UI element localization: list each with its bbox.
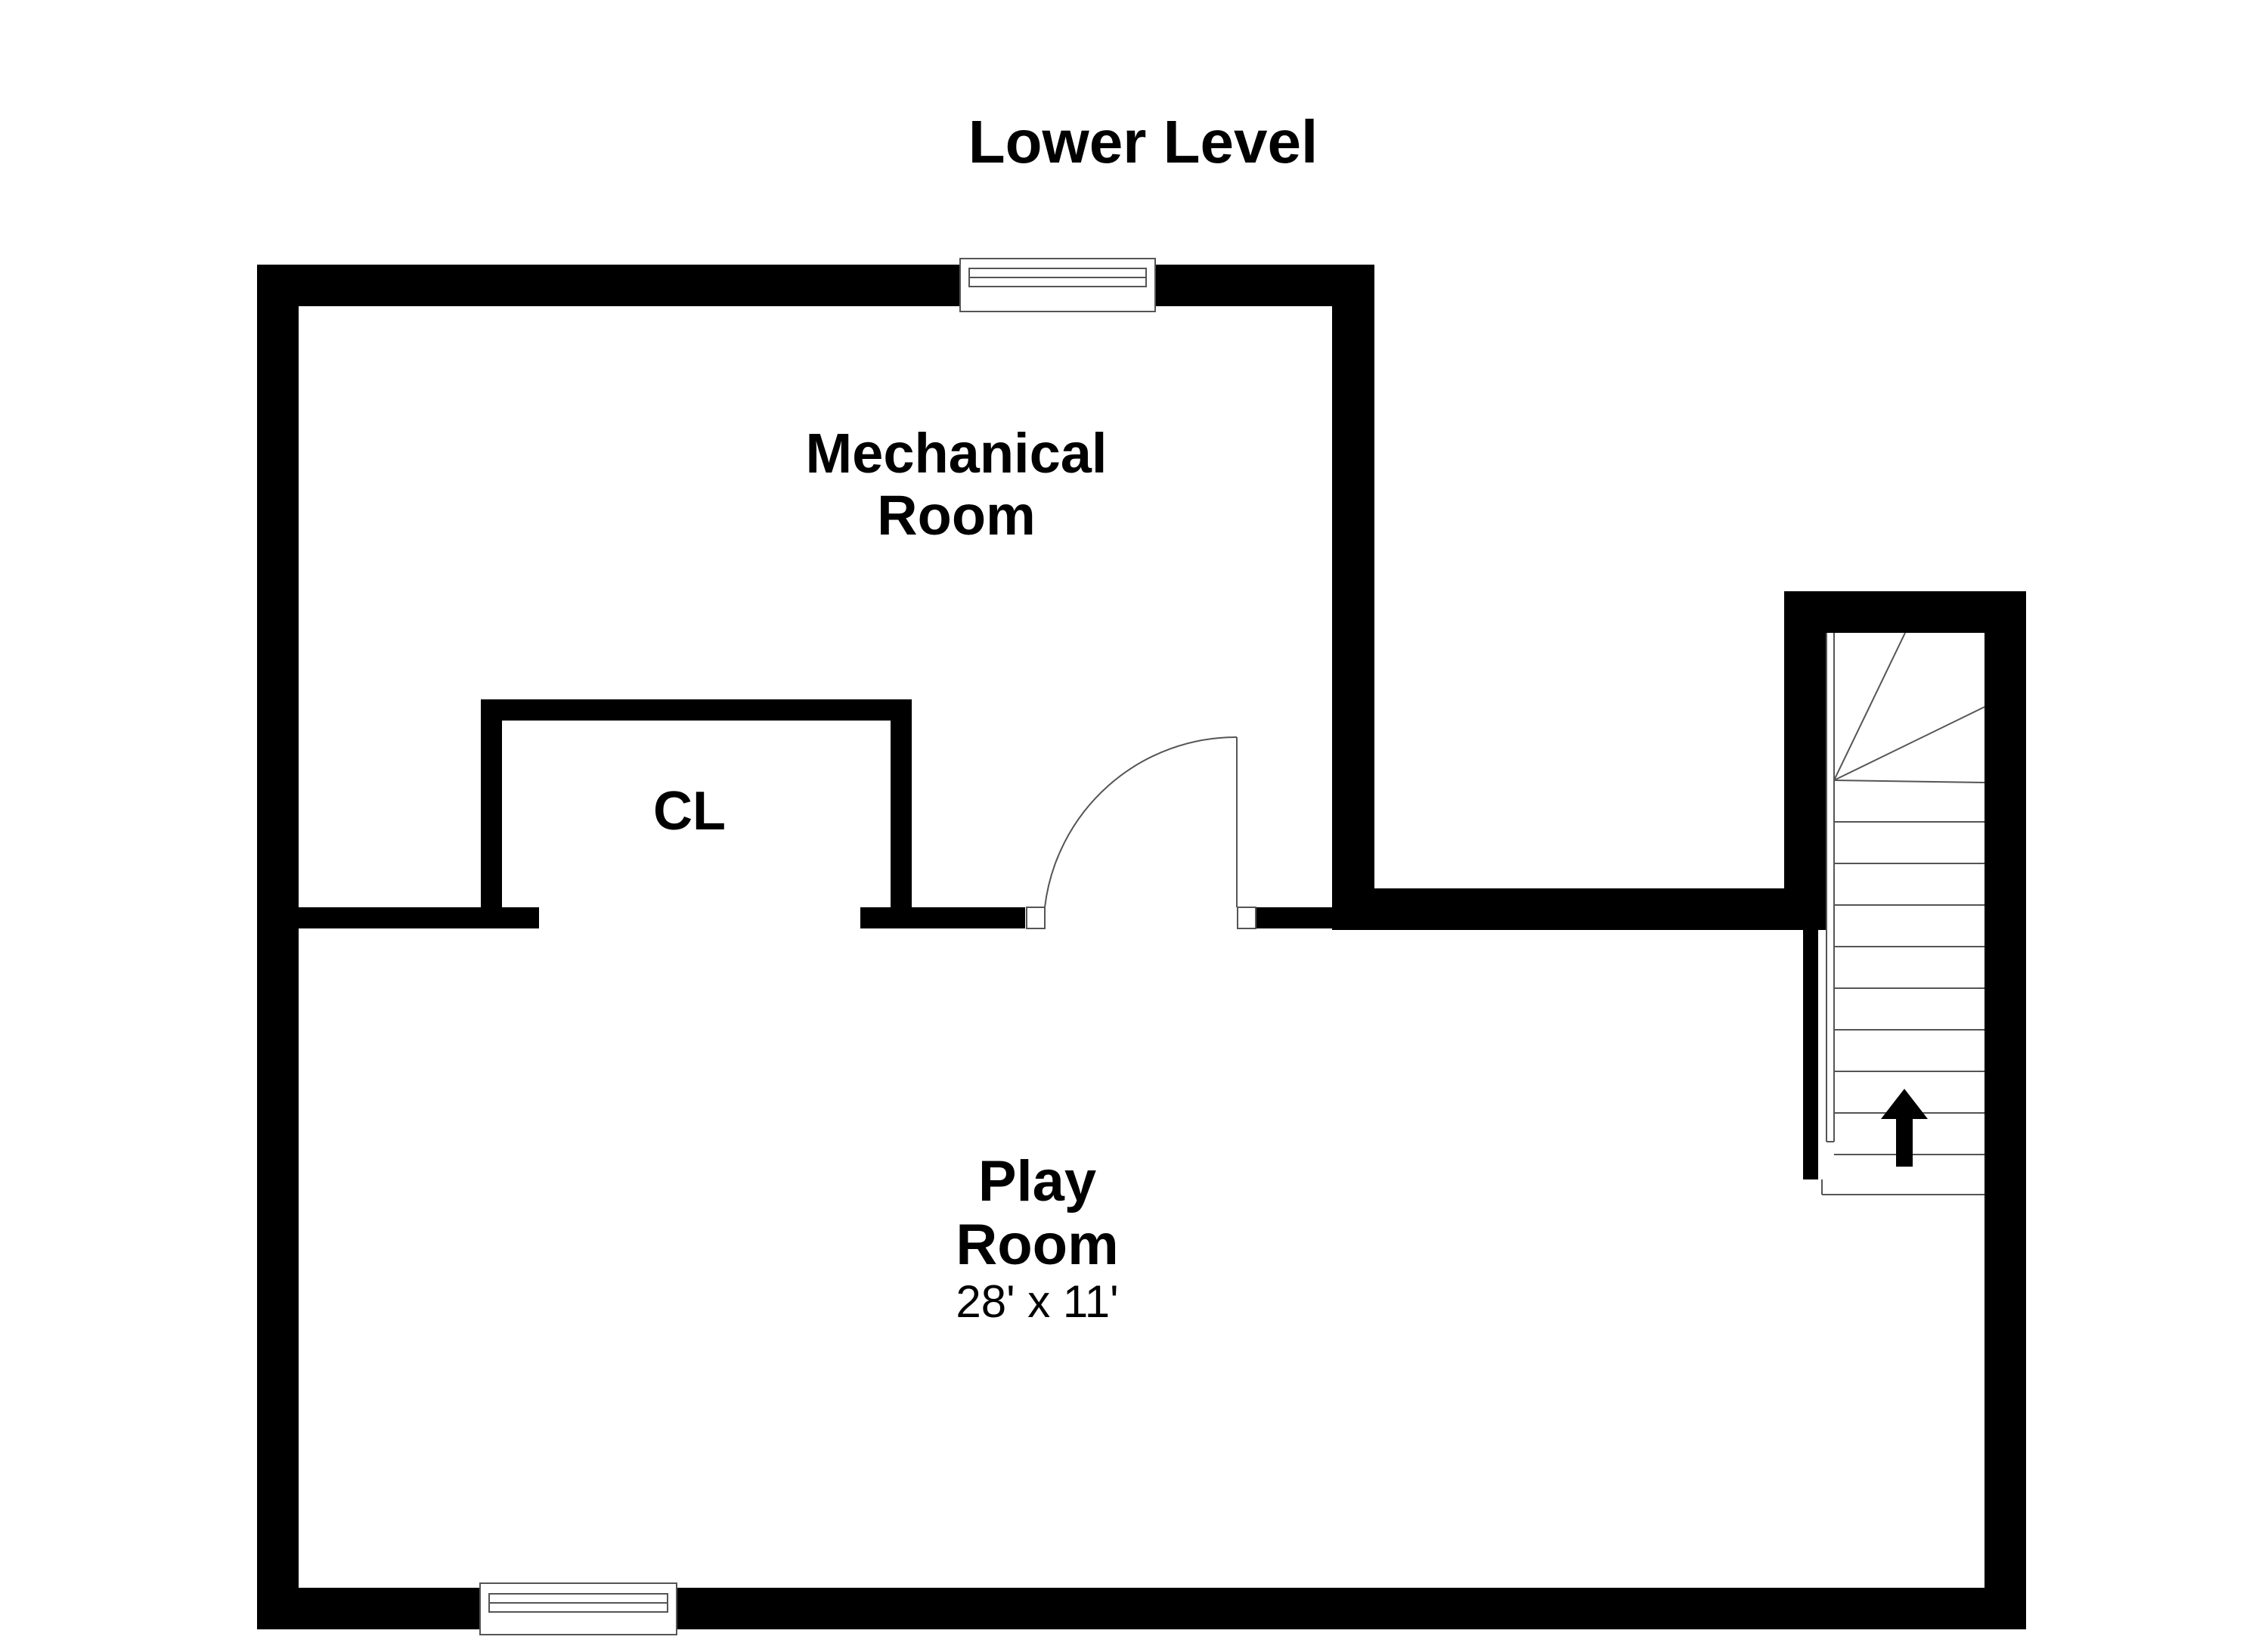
window-icon	[479, 1582, 677, 1635]
room-name-mechanical-line1: Mechanical	[806, 422, 1108, 485]
room-dimensions-play: 28' x 11'	[956, 1276, 1118, 1327]
stair-up-arrow-icon	[1881, 1089, 1928, 1167]
floor-title: Lower Level	[968, 108, 1318, 175]
window-icon	[959, 258, 1156, 312]
door-swing-icon	[1026, 736, 1256, 929]
wall-bottom-left	[257, 1588, 480, 1629]
wall-mechanical-right	[1332, 265, 1374, 930]
wall-top-left	[257, 265, 960, 306]
stair-rail-wall	[1803, 915, 1818, 1179]
wall-right	[1984, 591, 2026, 1629]
room-name-play-line1: Play	[978, 1149, 1096, 1214]
wall-stair-left	[1784, 591, 1826, 930]
closet-wall-right	[891, 699, 912, 919]
room-name-closet: CL	[653, 781, 726, 842]
room-name-mechanical-line2: Room	[877, 484, 1036, 547]
partition-right	[1253, 907, 1332, 928]
wall-bottom-right	[677, 1588, 2026, 1629]
room-name-play-line2: Room	[956, 1213, 1118, 1277]
closet-wall-top	[481, 699, 912, 721]
wall-stair-step	[1332, 888, 1799, 930]
wall-left	[257, 265, 299, 1629]
partition-mid	[860, 907, 1025, 928]
partition-left	[299, 907, 539, 928]
walls	[257, 265, 2026, 1629]
closet-wall-left	[481, 699, 502, 919]
